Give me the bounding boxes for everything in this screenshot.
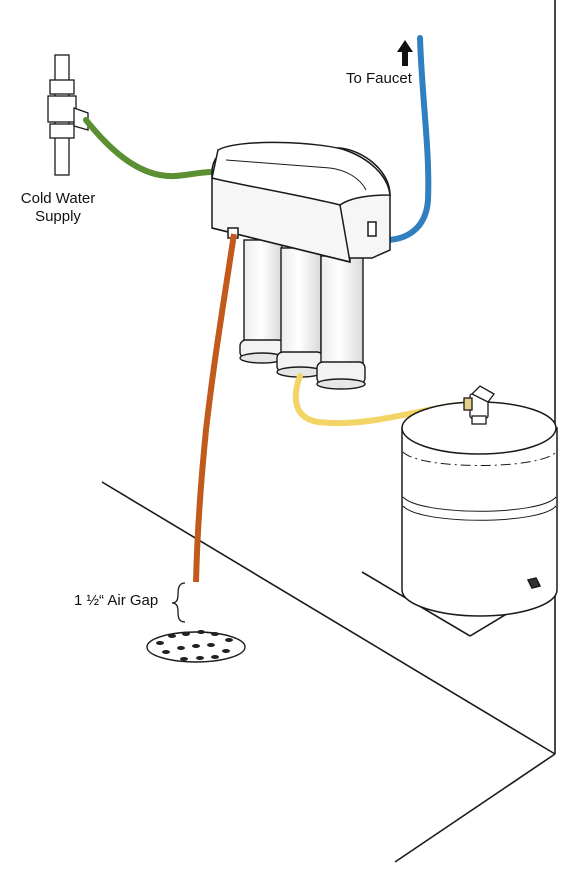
to-faucet-label: To Faucet	[346, 70, 412, 87]
valve-upper-nut	[49, 79, 75, 95]
floor-drain	[146, 630, 246, 663]
cold-water-supply-valve	[47, 54, 89, 176]
faucet-port	[367, 221, 377, 237]
tank-valve	[526, 577, 542, 589]
cabinet-floor-side-edge	[394, 753, 556, 863]
cold-water-supply-label: Cold Water Supply	[10, 190, 106, 226]
filter-cartridge-middle	[276, 247, 324, 378]
storage-tank	[401, 401, 558, 617]
drain-holes	[156, 630, 233, 661]
valve-body	[47, 95, 77, 123]
cold-water-label-line1: Cold Water	[20, 190, 96, 207]
filter-cartridge-right	[316, 255, 366, 390]
tank-elbow-fitting	[463, 385, 495, 425]
air-gap-bracket	[171, 582, 186, 623]
air-gap-label: 1 ½“ Air Gap	[74, 592, 159, 609]
cold-supply-tube	[83, 117, 215, 180]
filter-cartridges	[239, 239, 366, 390]
cabinet-floor-front-edge	[101, 481, 556, 755]
valve-outlet	[73, 107, 89, 131]
drain-tube	[193, 233, 237, 583]
ro-filter-housing	[211, 141, 391, 263]
valve-lower-nut	[49, 123, 75, 139]
filter-cartridge-left	[239, 239, 285, 364]
arrow-up-icon	[397, 40, 413, 66]
cold-water-label-line2: Supply	[35, 208, 81, 225]
